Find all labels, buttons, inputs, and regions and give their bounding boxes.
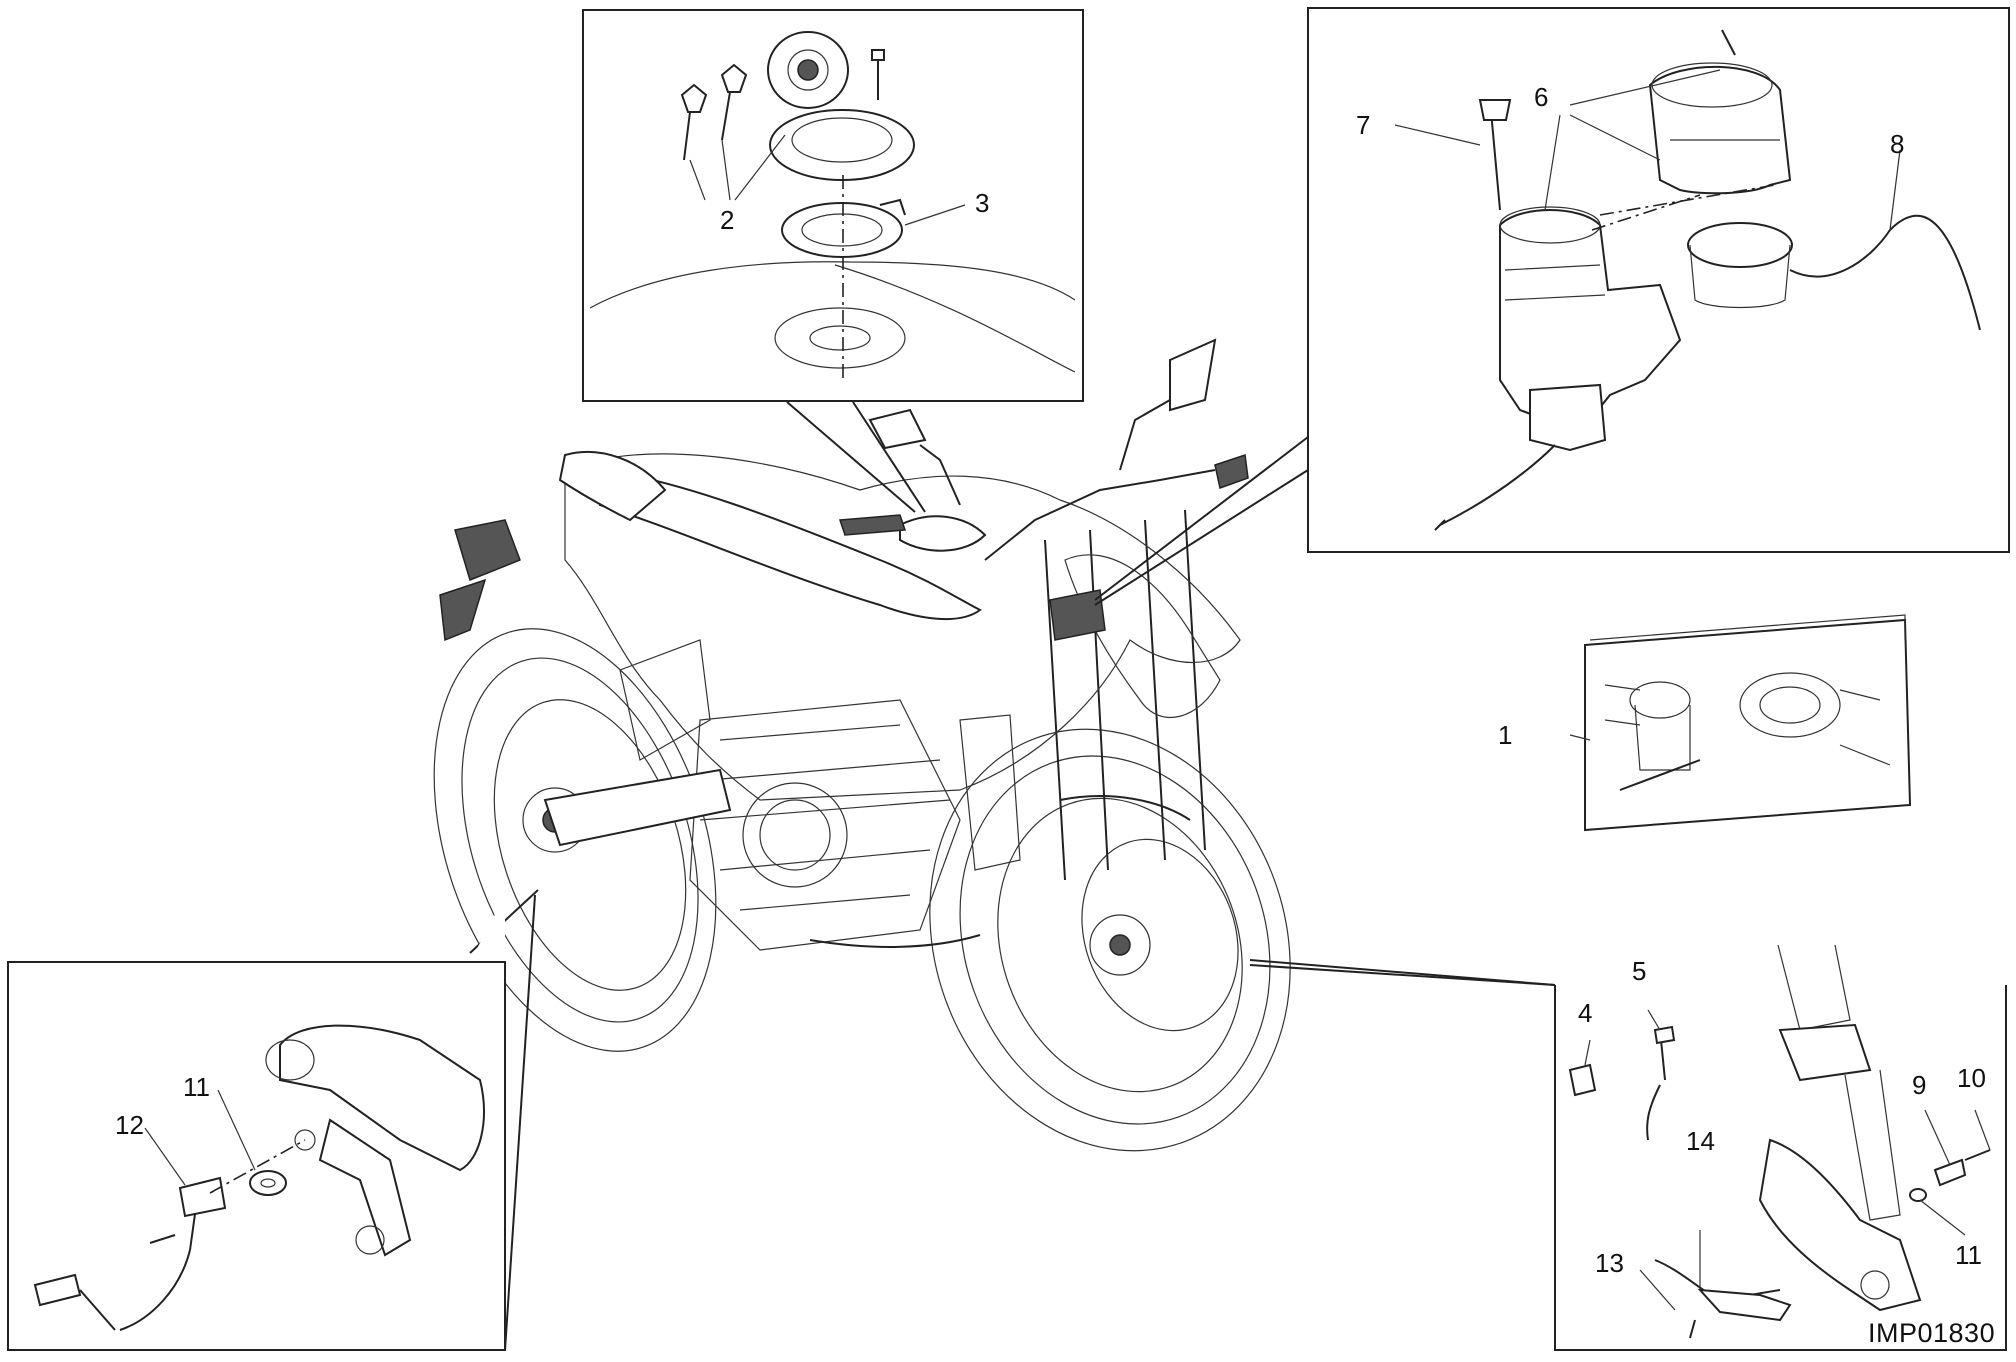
callout-5: 5 [1632,956,1647,986]
callout-13: 13 [1595,1248,1624,1278]
rear-speed-sensor-icon [33,1024,485,1331]
callout-11-rear: 11 [183,1072,210,1102]
callout-8: 8 [1890,129,1905,159]
ignition-switch-icon [1434,29,1981,531]
motorcycle-illustration [433,338,1291,1152]
callout-3: 3 [975,188,990,218]
callout-10: 10 [1957,1063,1986,1093]
front-speed-sensor-icon [1568,944,1991,1339]
rear-sensor-box [7,895,506,1351]
callout-4: 4 [1578,998,1593,1028]
callout-14: 14 [1686,1126,1715,1156]
callout-2: 2 [720,205,735,235]
callout-7: 7 [1356,110,1371,140]
lock-kit-icon [1569,614,1912,832]
ignition-box [1307,7,2010,553]
front-sensor-box [1554,944,2007,1351]
callout-11-front: 11 [1955,1240,1982,1270]
fuel-cap-icon [680,31,915,380]
callout-6: 6 [1534,82,1549,112]
callout-12: 12 [115,1110,144,1140]
callout-1: 1 [1498,720,1513,750]
fuel-cap-box [582,9,1084,402]
callout-9: 9 [1912,1070,1927,1100]
figure-code: IMP01830 [1868,1318,1996,1348]
